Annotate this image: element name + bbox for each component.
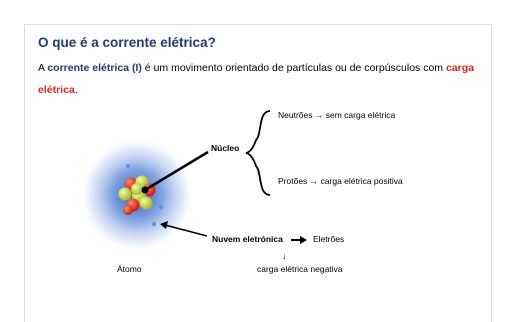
definition-paragraph: A corrente elétrica (I) é um movimento o… [38, 57, 486, 101]
atom-label: Átomo [117, 264, 142, 274]
neutrons-description: sem carga elétrica [325, 110, 396, 120]
electron-dot [116, 197, 120, 201]
protons-label: Protões [278, 176, 308, 186]
electron-dot [126, 164, 130, 168]
nucleus-pointer-line [144, 150, 209, 192]
cloud-pointer-line [164, 224, 208, 237]
neutron [139, 196, 153, 210]
protons-arrow: → [309, 176, 319, 186]
proton [123, 205, 133, 215]
nucleus-pointer-dot [141, 186, 149, 194]
para-text-3: . [74, 84, 78, 96]
cloud-pointer-arrowhead [160, 221, 168, 229]
para-text-2: é um movimento orientado de partículas o… [141, 62, 446, 74]
neutrons-arrow: → [314, 110, 324, 120]
neutrons-line: Neutrões → sem carga elétrica [278, 110, 395, 120]
nucleus [118, 175, 156, 215]
term-carga-eletrica: carga elétrica [38, 62, 474, 96]
neutrons-label: Neutrões [278, 110, 313, 120]
neutron [118, 187, 132, 201]
neutron [131, 183, 143, 195]
para-text-1: A [38, 62, 48, 74]
electrons-label: Eletrões [313, 234, 345, 244]
slide-title: O que é a corrente elétrica? [38, 35, 216, 50]
nucleus-label: Núcleo [211, 143, 240, 153]
protons-description: carga elétrica positiva [320, 176, 403, 186]
curly-brace [245, 110, 271, 196]
electrons-arrowhead [300, 236, 307, 244]
electron-dot [152, 222, 156, 226]
electron-charge-label: carga elétrica negativa [257, 264, 343, 274]
electron-dot [159, 205, 163, 209]
protons-line: Protões → carga elétrica positiva [278, 176, 403, 186]
cloud-label: Nuvem eletrónica [212, 234, 283, 244]
term-corrente-eletrica: corrente elétrica (I) [47, 62, 142, 74]
down-arrow: ↓ [282, 251, 287, 261]
